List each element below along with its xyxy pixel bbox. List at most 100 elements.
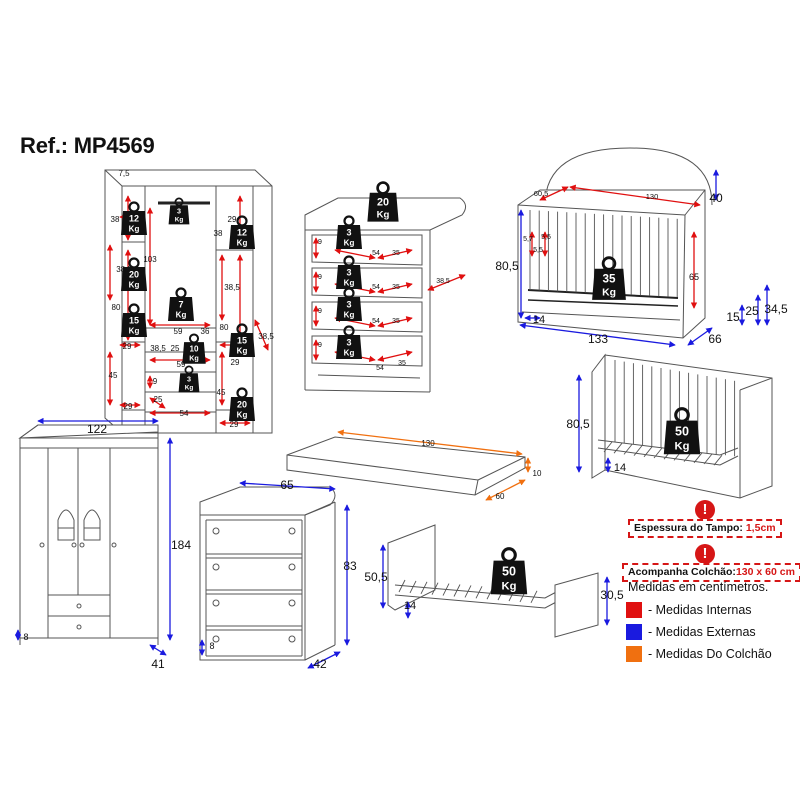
weight-unit: Kg bbox=[344, 349, 355, 358]
label-toddler-side: 30,5 bbox=[600, 588, 624, 602]
label-lower-left-h: 80 bbox=[112, 303, 121, 312]
weight-tag-dresser-drawer-2: 3Kg bbox=[336, 255, 362, 289]
toddler-slat bbox=[464, 585, 472, 598]
legend-label-external: - Medidas Externas bbox=[648, 625, 756, 639]
weight-value: 15 bbox=[129, 316, 139, 326]
toddler-slat bbox=[431, 582, 439, 595]
label-dresser-w1: 54 bbox=[372, 250, 380, 257]
label-crib-gap-c: 5,5 bbox=[533, 247, 543, 254]
label-rail-h: 103 bbox=[143, 255, 157, 264]
label-crib-inner-length: 130 bbox=[646, 192, 659, 201]
sofa-bed-drawing bbox=[591, 353, 773, 499]
label-shelf-w-r: 29 bbox=[228, 215, 237, 224]
label-dresser-d3: 35 bbox=[392, 318, 400, 325]
legend-swatch-mattress bbox=[626, 646, 642, 662]
mattress-dimensions bbox=[337, 429, 532, 501]
weight-unit: Kg bbox=[237, 239, 248, 248]
weight-unit: Kg bbox=[237, 411, 248, 420]
weight-tag-dresser-drawer-4: 3Kg bbox=[336, 325, 362, 359]
label-drawer-w2: 54 bbox=[180, 409, 189, 418]
label-mattress-thickness: 10 bbox=[533, 469, 542, 478]
weight-unit: Kg bbox=[675, 440, 690, 452]
label-dresser-d1: 35 bbox=[392, 250, 400, 257]
label-dresser-height: 83 bbox=[343, 559, 357, 573]
weight-value: 50 bbox=[502, 564, 516, 578]
legend-item-external: - Medidas Externas bbox=[626, 621, 772, 643]
toddler-slat bbox=[453, 584, 461, 597]
label-mattress-width: 60 bbox=[496, 492, 505, 501]
weight-value: 35 bbox=[602, 272, 616, 285]
label-wardrobe-width: 122 bbox=[87, 422, 107, 436]
label-center-d: 36 bbox=[201, 327, 210, 336]
dresser-internal-labels: 9 54 35 9 54 35 9 54 35 9 54 35 38,5 bbox=[318, 239, 450, 372]
weight-value: 12 bbox=[237, 228, 247, 238]
weight-value: 10 bbox=[189, 345, 199, 354]
label-shelf-w2-r: 29 bbox=[231, 358, 240, 367]
label-upper-right-h: 38 bbox=[214, 229, 223, 238]
weight-unit: Kg bbox=[189, 354, 199, 363]
wardrobe-external-drawing bbox=[18, 424, 159, 645]
weight-tag-wardrobe-center-shelf: 7Kg bbox=[168, 287, 194, 321]
weight-unit: Kg bbox=[185, 385, 194, 392]
weight-unit: Kg bbox=[344, 311, 355, 320]
label-top-depth: 7,5 bbox=[118, 169, 130, 178]
sofa-base-slat bbox=[713, 454, 723, 466]
legend-item-internal: - Medidas Internas bbox=[626, 599, 772, 621]
mattress-drawing bbox=[286, 436, 526, 496]
weight-unit: Kg bbox=[344, 239, 355, 248]
label-dresser-depth: 42 bbox=[313, 657, 327, 671]
label-wardrobe-foot: 8 bbox=[23, 632, 28, 642]
label-crib-gap-b: 5,5 bbox=[541, 234, 551, 241]
weight-unit: Kg bbox=[344, 279, 355, 288]
dresser-internal-drawing bbox=[304, 197, 466, 393]
label-shelf-w2: 29 bbox=[123, 342, 132, 351]
label-crib-step-a: 15 bbox=[726, 310, 740, 324]
weight-tag-wardrobe-drawer: 3Kg bbox=[178, 365, 200, 393]
label-dresser-h2: 9 bbox=[318, 274, 322, 281]
label-small-h: 25 bbox=[171, 344, 180, 353]
sofa-base-slat bbox=[633, 445, 643, 456]
label-mattress-length: 130 bbox=[421, 439, 435, 448]
sofa-base-slat bbox=[653, 447, 663, 459]
weight-value: 3 bbox=[346, 338, 351, 348]
top-thickness-value: 1,5cm bbox=[745, 522, 776, 534]
legend-caption: Medidas em centímetros. bbox=[628, 580, 769, 594]
label-bottom-right-w: 29 bbox=[230, 420, 239, 429]
dresser-external-dimensions bbox=[198, 480, 351, 669]
legend-item-mattress: - Medidas Do Colchão bbox=[626, 643, 772, 665]
mattress-included-value: 130 x 60 cm bbox=[735, 566, 795, 578]
weight-unit: Kg bbox=[129, 327, 140, 336]
toddler-slat bbox=[409, 580, 417, 594]
label-drawer-w: 59 bbox=[177, 360, 186, 369]
sofa-base-slat bbox=[603, 441, 613, 453]
sofa-base-slat bbox=[623, 444, 633, 455]
label-mid-right-h: 38,5 bbox=[224, 283, 240, 292]
toddler-slat bbox=[530, 590, 538, 604]
label-sofa-height: 80,5 bbox=[566, 417, 590, 431]
label-crib-step-b: 25 bbox=[745, 304, 759, 318]
label-dresser-w3: 54 bbox=[372, 318, 380, 325]
sofa-base-slat bbox=[613, 442, 623, 454]
sofa-base-slat bbox=[703, 453, 713, 465]
weight-value: 3 bbox=[177, 207, 181, 216]
label-dresser-w2: 54 bbox=[372, 284, 380, 291]
label-center-w: 59 bbox=[174, 327, 183, 336]
sofa-base-slat bbox=[643, 446, 653, 458]
toddler-slat bbox=[442, 583, 450, 596]
label-crib-gap-a: 5,7 bbox=[523, 236, 533, 243]
label-dresser-h3: 9 bbox=[318, 308, 322, 315]
label-crib-outer-length: 133 bbox=[588, 332, 608, 346]
toddler-dimensions bbox=[379, 544, 611, 626]
toddler-labels: 50,5 14 30,5 bbox=[364, 570, 624, 612]
weight-unit: Kg bbox=[175, 217, 184, 224]
weight-value: 3 bbox=[346, 300, 351, 310]
weight-value: 20 bbox=[129, 270, 139, 280]
label-wardrobe-height: 184 bbox=[171, 538, 191, 552]
weight-unit: Kg bbox=[237, 347, 248, 356]
